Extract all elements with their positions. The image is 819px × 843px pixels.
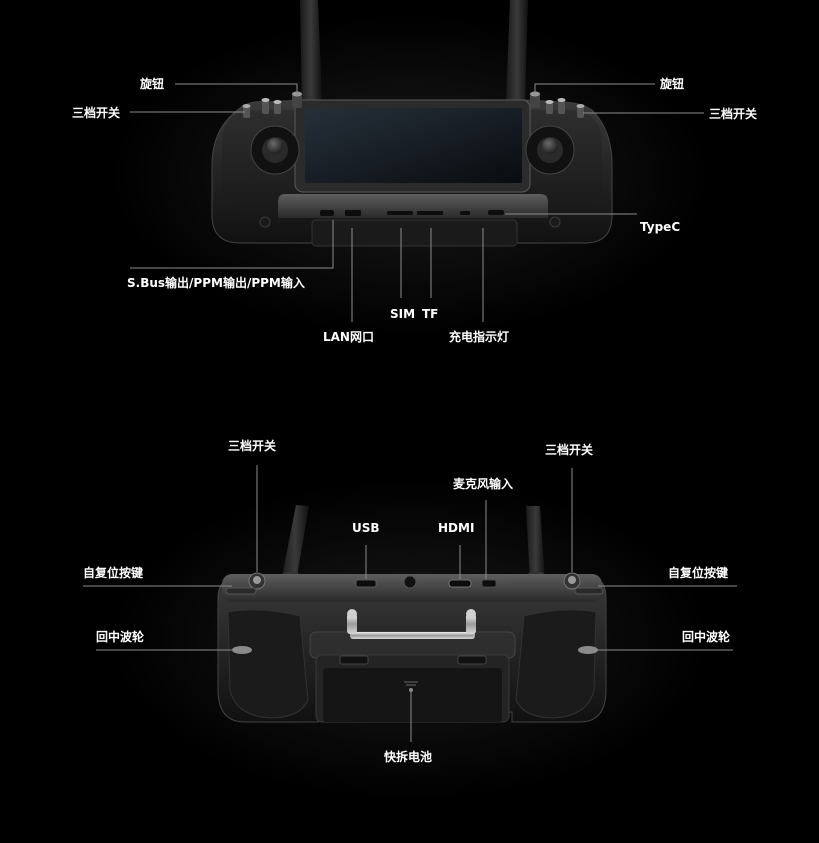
leader-knob-left <box>175 83 298 95</box>
label-usb: USB <box>352 521 380 535</box>
hdmi-port <box>448 579 472 588</box>
sim-slot <box>387 211 413 215</box>
leader-knob-right <box>534 83 655 95</box>
chrome-handle <box>347 609 476 639</box>
reset-button-right <box>574 587 604 595</box>
battery-panel <box>323 668 502 722</box>
label-mic-in: 麦克风输入 <box>453 476 513 491</box>
top-view-device <box>211 0 613 247</box>
switch-right-rear <box>563 572 581 590</box>
antenna-right-rear <box>526 506 545 582</box>
switch-left-rear <box>248 572 266 590</box>
label-charge-led: 充电指示灯 <box>449 329 509 344</box>
center-wheel-left <box>232 646 252 654</box>
label-wheel-right: 回中波轮 <box>682 629 731 644</box>
grip-left <box>227 609 309 719</box>
label-reset-right: 自复位按键 <box>668 565 728 580</box>
label-switch-left-rear: 三档开关 <box>228 438 276 453</box>
battery-latch-right <box>457 655 487 665</box>
joystick-left <box>250 125 300 175</box>
lan-port <box>345 210 361 216</box>
speaker-left <box>259 216 271 228</box>
label-hdmi: HDMI <box>438 521 474 535</box>
round-button <box>403 575 417 589</box>
mic-port <box>481 579 497 588</box>
label-knob-right: 旋钮 <box>659 76 684 91</box>
switch-right-top <box>545 98 585 118</box>
antenna-left-rear <box>281 505 309 582</box>
joystick-right <box>525 125 575 175</box>
reset-button-left <box>225 587 257 595</box>
antenna-right <box>506 0 528 102</box>
usb-port <box>355 579 377 588</box>
label-quick-release-battery: 快拆电池 <box>384 749 432 764</box>
label-wheel-left: 回中波轮 <box>96 629 145 644</box>
label-switch-left-top: 三档开关 <box>72 105 120 120</box>
sbus-port <box>320 210 334 216</box>
grip-right <box>515 609 597 719</box>
label-sbus-ppm: S.Bus输出/PPM输出/PPM输入 <box>127 275 305 290</box>
center-wheel-right <box>578 646 598 654</box>
label-switch-right-top: 三档开关 <box>709 106 757 121</box>
label-sim: SIM <box>390 307 415 321</box>
label-typec: TypeC <box>640 220 680 234</box>
battery-latch-left <box>339 655 369 665</box>
speaker-right <box>549 216 561 228</box>
battery-mark <box>404 681 418 692</box>
bottom-view-device <box>217 505 607 723</box>
label-tf: TF <box>422 307 438 321</box>
tf-slot <box>417 211 443 215</box>
label-knob-left: 旋钮 <box>139 76 164 91</box>
charge-led <box>460 211 470 215</box>
label-lan: LAN网口 <box>323 330 374 344</box>
screen <box>305 108 522 183</box>
label-reset-left: 自复位按键 <box>83 565 143 580</box>
switch-left-top <box>242 98 282 118</box>
typec-port <box>488 210 504 215</box>
bottom-protrusion <box>311 219 518 247</box>
leader-sbus <box>130 220 334 269</box>
antenna-left <box>300 0 322 102</box>
label-switch-right-rear: 三档开关 <box>545 442 593 457</box>
